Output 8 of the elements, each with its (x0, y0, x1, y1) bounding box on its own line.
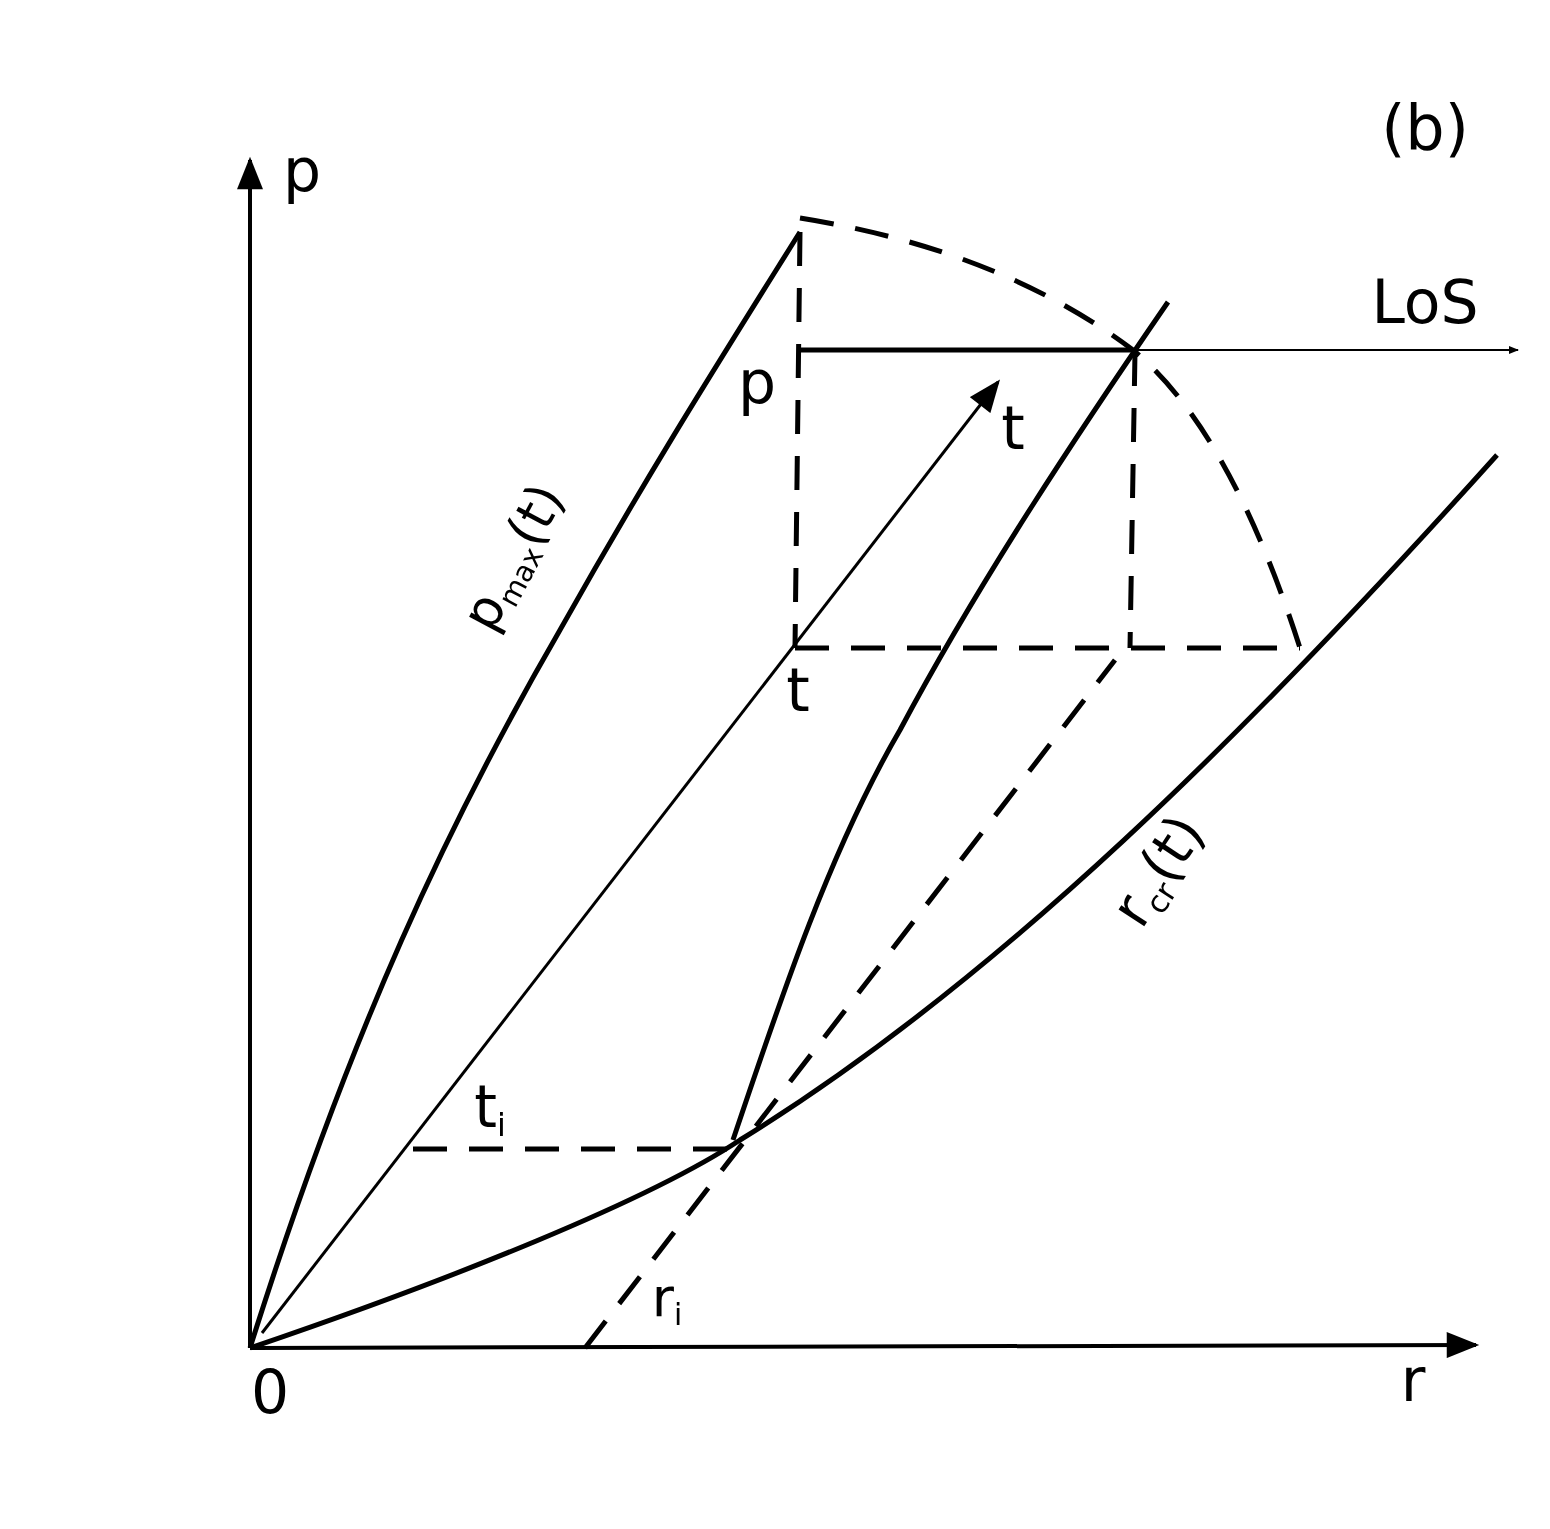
point-label: r$_{i}$ (651, 1270, 683, 1330)
point-label: t (786, 660, 810, 720)
arrow-label: t (1001, 398, 1025, 458)
origin-label: 0 (250, 1362, 290, 1422)
line-label: LoS (1371, 272, 1479, 332)
axis-label: r (1400, 1350, 1426, 1410)
point-label: t$_{i}$ (474, 1077, 506, 1143)
panel-label: (b) (1381, 97, 1469, 159)
